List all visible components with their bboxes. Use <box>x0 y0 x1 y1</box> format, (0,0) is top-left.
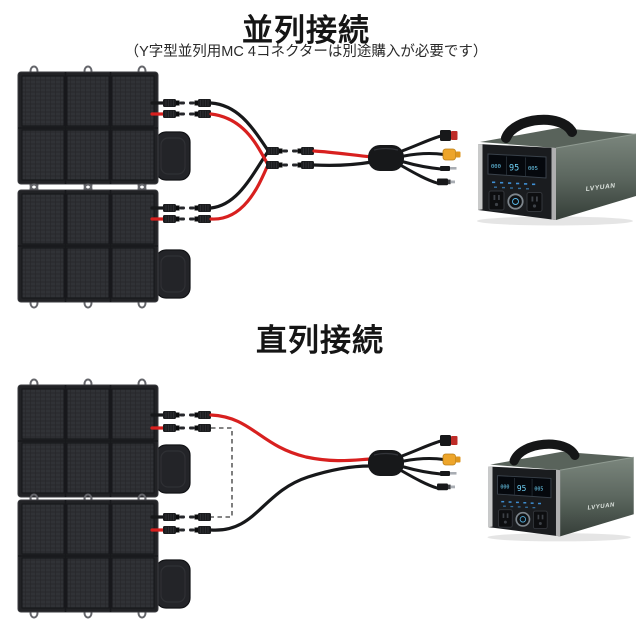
dc-plug-small <box>440 166 457 171</box>
mc4-connector <box>188 109 212 119</box>
mc4-connector <box>291 160 315 170</box>
series-diagram <box>17 378 634 619</box>
mc4-connector <box>188 203 212 213</box>
pv-leads <box>150 512 212 535</box>
section-subtitle-parallel: （Y字型並列用MC 4コネクターは別途購入が必要です） <box>124 44 488 60</box>
power-station <box>487 444 633 541</box>
splitter-block <box>368 450 404 476</box>
mc4-connector <box>162 410 186 420</box>
pv-leads <box>150 98 212 119</box>
mc4-connector <box>188 98 212 108</box>
mc4-connector <box>188 410 212 420</box>
mc4-connector <box>291 146 315 156</box>
mc4-connector <box>162 423 186 433</box>
dc-plug-large <box>437 483 455 491</box>
solar-panel <box>17 378 191 504</box>
series-cables <box>209 413 372 532</box>
anderson-connector <box>440 130 458 141</box>
y-parallel-adapter <box>209 101 315 221</box>
power-station <box>477 120 636 226</box>
mc4-connector <box>265 160 289 170</box>
mc4-connector <box>162 525 186 535</box>
xt60-connector <box>442 148 461 161</box>
mc4-connector <box>188 423 212 433</box>
parallel-diagram <box>17 65 636 309</box>
dashed-series-link <box>211 427 233 518</box>
solar-panel <box>17 65 191 191</box>
solar-panel <box>17 183 191 309</box>
pv-leads <box>150 410 212 433</box>
mc4-connector <box>162 98 186 108</box>
mc4-connector <box>188 525 212 535</box>
mc4-connector <box>188 214 212 224</box>
mc4-connector <box>188 512 212 522</box>
pv-leads <box>150 203 212 224</box>
dc-plug-large <box>437 178 455 186</box>
mc4-connector <box>162 214 186 224</box>
mc4-connector <box>265 146 289 156</box>
four-way-adapter-cable <box>312 130 461 186</box>
mc4-connector <box>162 109 186 119</box>
solar-panel <box>17 493 191 619</box>
section-title-parallel: 並列接続 <box>242 13 370 48</box>
four-way-adapter-cable <box>368 435 461 491</box>
anderson-connector <box>440 435 458 446</box>
xt60-connector <box>442 453 461 466</box>
mc4-connector <box>162 203 186 213</box>
dc-plug-small <box>440 471 457 476</box>
splitter-block <box>368 145 404 171</box>
mc4-connector <box>162 512 186 522</box>
section-title-series: 直列接続 <box>256 323 384 358</box>
